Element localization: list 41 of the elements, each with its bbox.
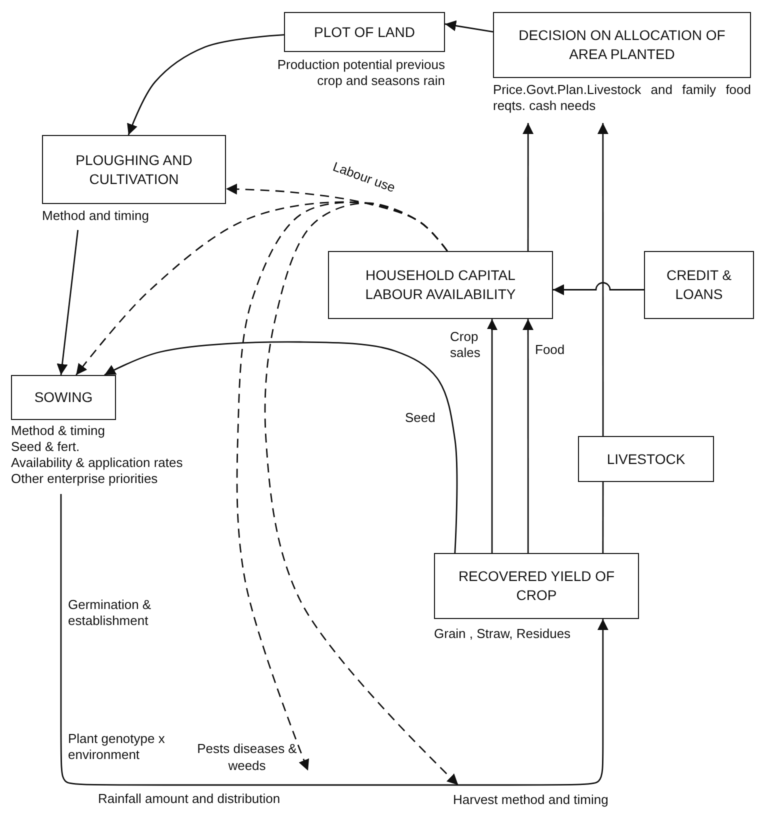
- box-label: RECOVERED YIELD OF CROP: [457, 567, 616, 605]
- node-note: Production potential previous crop and seasons rain: [276, 57, 445, 89]
- arrow: [104, 341, 458, 554]
- process-box: [42, 135, 226, 204]
- arrow: [522, 123, 534, 251]
- node-note: Grain , Straw, Residues: [434, 626, 572, 642]
- arrow: [553, 282, 644, 296]
- box-label: HOUSEHOLD CAPITAL LABOUR AVAILABILITY: [364, 266, 517, 304]
- process-box: [328, 251, 553, 319]
- box-label: SOWING: [33, 388, 94, 407]
- arrow: [486, 319, 498, 553]
- process-box: [644, 251, 754, 319]
- node-note: Price.Govt.Plan.Livestock and family food reqts. cash needs: [493, 82, 751, 114]
- annotation-text: Pests diseases & weeds: [186, 740, 308, 774]
- process-box: [434, 553, 639, 619]
- node-note: Other enterprise priorities: [11, 471, 159, 487]
- node-note: Method and timing: [42, 208, 150, 224]
- dashed-arrow: [264, 202, 459, 786]
- box-label: DECISION ON ALLOCATION OF AREA PLANTED: [518, 26, 726, 64]
- arrow: [56, 230, 79, 376]
- arrow: [60, 494, 608, 786]
- node-note: Seed & fert.: [11, 439, 81, 455]
- process-box: [578, 436, 714, 482]
- node-note: Method & timing: [11, 423, 106, 439]
- box-label: LIVESTOCK: [606, 450, 686, 468]
- arrow: [522, 319, 534, 553]
- annotation-text: Germination & establishment: [68, 597, 152, 629]
- annotation-text: Plant genotype x environment: [68, 731, 166, 763]
- box-label: CREDIT & LOANS: [665, 266, 733, 304]
- arrow: [444, 20, 494, 32]
- process-box: [284, 12, 445, 52]
- connector-line: [602, 482, 604, 553]
- arrow: [597, 123, 608, 436]
- box-label: PLOT OF LAND: [313, 22, 416, 42]
- box-label: PLOUGHING AND CULTIVATION: [74, 150, 194, 188]
- annotation-text: Harvest method and timing: [453, 791, 713, 808]
- process-box: [11, 375, 116, 420]
- process-box: [493, 12, 751, 78]
- annotation-text: Rainfall amount and distribution: [98, 791, 282, 807]
- arrow: [127, 34, 284, 136]
- node-note: Availability & application rates: [11, 455, 184, 471]
